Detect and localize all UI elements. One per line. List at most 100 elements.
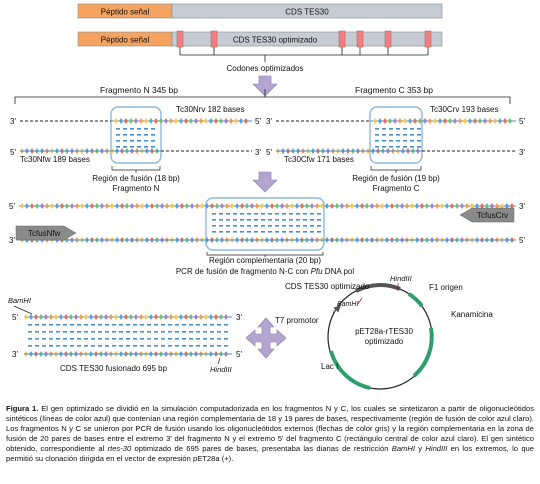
oligo-dash [161,338,165,340]
base-mark-icon [49,314,53,320]
end-label: 5' [266,148,272,157]
fusion-pcr: 5' 3' 3' 5' TcfusNfw TcfusCrv Región com… [9,197,525,276]
oligo-dash [268,219,272,221]
oligo-dash [317,225,321,227]
oligo-dash [116,134,120,136]
primer-rv-label: TcfusCrv [477,211,508,220]
oligo-dash [98,338,102,340]
oligo-dash [77,338,81,340]
oligo-dash [154,324,158,326]
oligo-dash [112,338,116,340]
base-mark-icon [290,203,294,209]
oligo-dash [247,219,251,221]
oligo-dash [126,324,130,326]
oligo-dash [261,219,265,221]
oligo-dash [212,219,216,221]
oligo-dash [77,345,81,347]
base-mark-icon [448,118,452,124]
base-mark-icon [460,203,464,209]
oligo-dash [219,213,223,215]
base-mark-icon [219,314,223,320]
base-mark-icon [275,203,279,209]
base-mark-icon [144,314,148,320]
base-mark-icon [190,203,194,209]
oligo-dash [254,213,258,215]
lac-i-arc [329,350,371,390]
base-mark-icon [194,314,198,320]
bar-optimized-cds: Péptido señal CDS TES30 optimizado [77,30,443,48]
base-mark-icon [39,314,43,320]
oligo-dash [196,345,200,347]
oligo-dash [196,338,200,340]
oligo-dash [130,140,134,142]
base-mark-icon [40,203,44,209]
process-arrow-icon [252,75,278,97]
base-mark-icon [345,203,349,209]
oligo-dash [147,324,151,326]
oligo-dash [317,219,321,221]
oligo-dash [317,231,321,233]
base-mark-icon [134,314,138,320]
oligo-dash [203,324,207,326]
oligo-dash [382,146,386,148]
oligo-dash [70,324,74,326]
caption-enzyme: HindIII [425,444,448,453]
oligo-dash [161,345,165,347]
oligo-dash [137,146,141,148]
base-mark-icon [25,203,29,209]
oligo-dash [112,345,116,347]
hindiii-label: HindIII [210,365,232,374]
cds-optimized-label: CDS TES30 optimizado [233,36,318,45]
base-mark-icon [398,118,402,124]
base-mark-icon [150,203,154,209]
oligo-dash [224,345,228,347]
base-mark-icon [70,203,74,209]
base-mark-icon [170,203,174,209]
complementary-region-box [205,197,325,251]
oligo-dash [233,219,237,221]
base-mark-icon [154,118,158,124]
plasmid-bamhi-label: BamHI [337,301,358,308]
base-mark-icon [425,203,429,209]
oligo-dash [254,231,258,233]
base-mark-icon [139,314,143,320]
oligo-dash [396,134,400,136]
oligo-dash [35,345,39,347]
oligo-dash [35,331,39,333]
oligo-dash [247,213,251,215]
base-mark-icon [35,203,39,209]
codon-mark [424,30,432,48]
oligo-dash [77,324,81,326]
oligo-dash [310,213,314,215]
end-label: 3' [236,313,242,322]
base-mark-icon [119,118,123,124]
base-mark-icon [55,203,59,209]
oligo-dash [182,345,186,347]
oligo-dash [119,324,123,326]
base-mark-icon [260,203,264,209]
oligo-dash [210,345,214,347]
end-label: 5' [12,313,18,322]
oligo-dash [303,225,307,227]
bamhi-pointer [13,305,33,315]
base-mark-icon [285,203,289,209]
base-mark-icon [224,314,228,320]
end-label: 5' [10,148,16,157]
oligo-dash [123,140,127,142]
end-label: 5' [9,202,15,211]
oligo-dash [317,213,321,215]
oligo-dash [403,128,407,130]
oligo-dash [137,140,141,142]
c-fusion-label: Región de fusión (19 bp) [352,174,440,183]
c-fragment-label: Fragmento C [373,184,420,193]
base-mark-icon [159,118,163,124]
base-mark-icon [175,203,179,209]
oligo-dash [49,324,53,326]
oligo-dash [282,231,286,233]
oligo-dash [189,345,193,347]
base-mark-icon [65,203,69,209]
base-mark-icon [498,118,502,124]
codon-mark [356,30,364,48]
oligo-dash [289,219,293,221]
base-mark-icon [383,118,387,124]
